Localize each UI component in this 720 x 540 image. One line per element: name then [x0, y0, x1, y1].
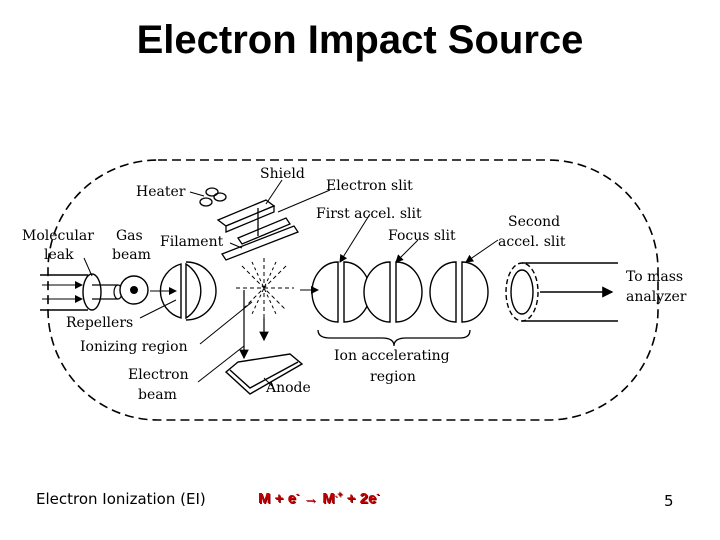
gas-beam-disk [119, 275, 149, 305]
molecular-leak-label-line2: leak [44, 247, 74, 263]
vacuum-housing-outline [47, 159, 659, 421]
equation-rhs-ion-sup: .+ [334, 489, 343, 499]
ionizing-starburst [236, 258, 294, 318]
equation-lhs: M + e [258, 490, 296, 507]
second-accel-slit-label-line1: Second [508, 214, 560, 230]
equation-arrow: → [303, 490, 319, 507]
shield-label: Shield [260, 166, 305, 182]
slide-title: Electron Impact Source [136, 18, 584, 62]
gas-beam-label-line2: beam [112, 247, 151, 263]
equation-rhs-rest-sup: - [376, 489, 380, 499]
ion-accelerating-region-label-line1: Ion accelerating [334, 348, 450, 364]
molecular-leak-tube [40, 273, 123, 311]
filament-label: Filament [160, 234, 224, 250]
heater-coil [199, 187, 227, 207]
ion-accelerating-brace [317, 329, 471, 347]
first-accel-slit-label: First accel. slit [316, 206, 422, 222]
ion-accelerating-region-label-line2: region [370, 369, 416, 385]
anode-trough [224, 353, 304, 395]
repellers-label: Repellers [66, 315, 133, 331]
electron-slit-label: Electron slit [326, 178, 413, 194]
equation-lhs-sup: - [295, 489, 299, 499]
focus-slit-label: Focus slit [388, 228, 456, 244]
molecular-leak-label-line1: Molecular [22, 228, 94, 244]
shield-and-filament-assembly [216, 199, 299, 261]
page-number: 5 [664, 492, 674, 510]
equation-rhs-rest: + 2e [342, 490, 377, 507]
exit-tube [505, 262, 618, 322]
electron-beam-label-line1: Electron [128, 367, 189, 383]
ionization-equation: M + e- → M.+ + 2e- [258, 489, 379, 507]
accelerating-slits [311, 261, 489, 323]
second-accel-slit-label-line2: accel. slit [498, 234, 566, 250]
gas-beam-label-line1: Gas [116, 228, 143, 244]
anode-label: Anode [265, 380, 311, 396]
heater-label: Heater [136, 184, 186, 200]
ionizing-region-label: Ionizing region [80, 339, 188, 355]
footer-label: Electron Ionization (EI) [36, 490, 206, 508]
to-mass-analyzer-label-line2: analyzer [626, 289, 687, 305]
electron-beam-label-line2: beam [138, 387, 177, 403]
to-mass-analyzer-label-line1: To mass [626, 269, 683, 285]
repeller-electrode [159, 262, 202, 320]
equation-rhs-ion: M [322, 490, 335, 507]
